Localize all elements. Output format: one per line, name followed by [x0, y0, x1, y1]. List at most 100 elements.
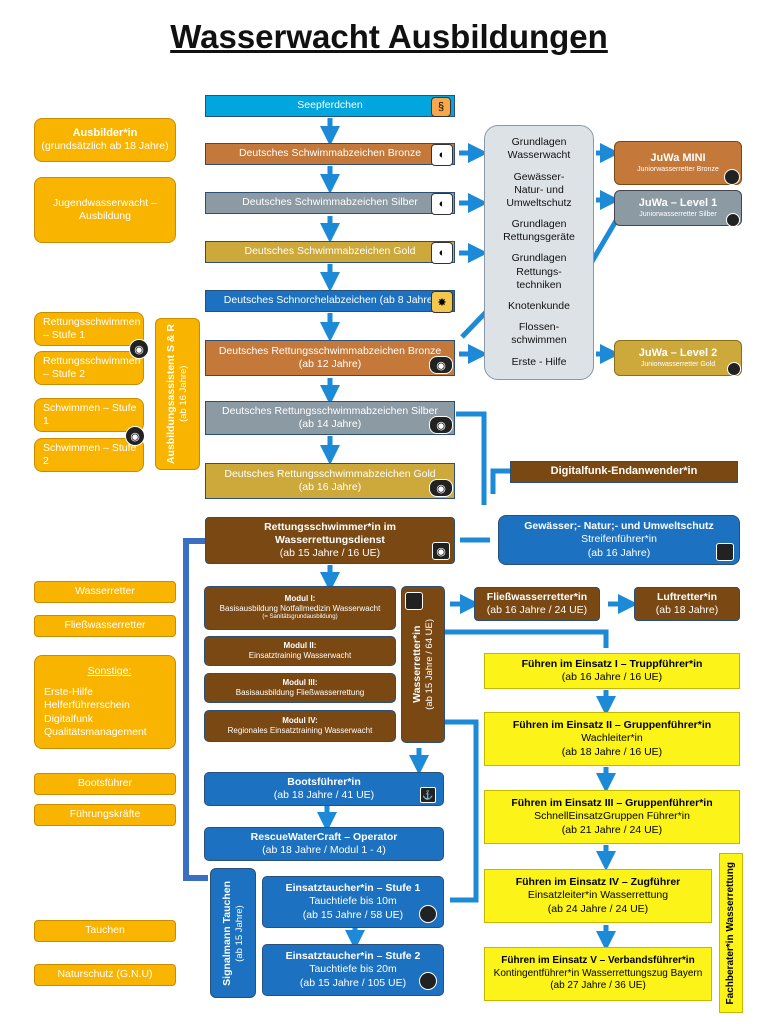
- jugend-box: Jugendwasserwacht – Ausbildung: [34, 177, 176, 243]
- drsa-silber-label: Deutsches Rettungsschwimmabzeichen Silbe…: [222, 404, 438, 417]
- boots-label: Bootsführer: [77, 777, 133, 790]
- modul-3-title: Modul III:: [282, 678, 318, 687]
- rs2-label: Rettungsschwimmen – Stufe 2: [43, 354, 141, 380]
- wasserretter-vertical-box: Wasserretter*in (ab 15 Jahre / 64 UE): [401, 586, 445, 743]
- taucher-2-line3: (ab 15 Jahre / 105 UE): [299, 976, 407, 989]
- silber-label: Deutsches Schwimmabzeichen Silber: [242, 196, 418, 209]
- fuehren-5-line3: (ab 27 Jahre / 36 UE): [550, 980, 646, 992]
- juwa-level2-box: JuWa – Level 2 Juniorwasserretter Gold: [614, 340, 742, 376]
- juwa-level2-title: JuWa – Level 2: [638, 346, 718, 359]
- drsa-bronze-box: Deutsches Rettungsschwimmabzeichen Bronz…: [205, 340, 455, 376]
- silber-box: Deutsches Schwimmabzeichen Silber: [205, 192, 455, 214]
- grundlagen-item: Grundlagen Rettungsgeräte: [503, 218, 575, 244]
- drsa-bronze-age: (ab 12 Jahre): [298, 358, 362, 370]
- taucher-1-line3: (ab 15 Jahre / 58 UE): [302, 908, 404, 921]
- modul-2-box: Modul II: Einsatztraining Wasserwacht: [204, 636, 396, 666]
- gold-badge-icon: ◐: [431, 242, 453, 264]
- assistent-sub: (ab 16 Jahre): [178, 365, 190, 423]
- jugend-label: Jugendwasserwacht – Ausbildung: [53, 196, 157, 222]
- fuehrung-label: Führungskräfte: [69, 808, 141, 821]
- signalmann-sub: (ab 15 Jahre): [233, 904, 245, 962]
- rwc-sub: (ab 18 Jahre / Modul 1 - 4): [262, 844, 386, 856]
- rs-dienst-badge-icon: ◉: [432, 542, 450, 560]
- signalmann-box: Signalmann Tauchen (ab 15 Jahre): [210, 868, 256, 998]
- fuehren-3-box: Führen im Einsatz III – Gruppenführer*in…: [484, 790, 740, 844]
- sw2-box: Schwimmen – Stufe 2: [34, 438, 144, 472]
- sonstige-item: Helferführerschein: [44, 699, 130, 712]
- bronze-badge-icon: ◐: [431, 144, 453, 166]
- fachberater-box: Fachberater*in Wasserrettung: [719, 853, 743, 1013]
- rs2-box: Rettungsschwimmen – Stufe 2: [34, 351, 144, 385]
- grundlagen-item: Flossen- schwimmen: [511, 321, 567, 347]
- grundlagen-item: Knotenkunde: [508, 300, 570, 313]
- fuehren-1-line3: (ab 16 Jahre / 16 UE): [561, 671, 663, 683]
- taucher-2-line2: Tauchtiefe bis 20m: [309, 963, 397, 976]
- schnorchel-badge-icon: ✸: [431, 291, 453, 313]
- boots-box: Bootsführer: [34, 773, 176, 795]
- wasserretter-vertical-sub: (ab 15 Jahre / 64 UE): [423, 619, 435, 710]
- rettungsschwimmen-badge-icon: ◉: [129, 339, 149, 359]
- taucher-1-box: Einsatztaucher*in – Stufe 1 Tauchtiefe b…: [262, 876, 444, 928]
- tauchen-box: Tauchen: [34, 920, 176, 942]
- luftretter-box: Luftretter*in (ab 18 Jahre): [634, 587, 740, 621]
- wasserretter-box: Wasserretter: [34, 581, 176, 603]
- rwc-title: RescueWaterCraft – Operator: [250, 830, 398, 843]
- fuehren-1-box: Führen im Einsatz I – Truppführer*in (ab…: [484, 653, 740, 689]
- drsa-bronze-badge-icon: ◉: [429, 356, 453, 374]
- fuehren-2-line2: Wachleiter*in: [581, 732, 643, 745]
- fachberater-label: Fachberater*in Wasserrettung: [724, 861, 736, 1005]
- juwa-mini-title: JuWa MINI: [650, 151, 706, 164]
- juwa-mini-box: JuWa MINI Juniorwasserretter Bronze: [614, 141, 742, 185]
- sw2-label: Schwimmen – Stufe 2: [43, 441, 137, 467]
- streife-sub: Streifenführer*in: [581, 533, 657, 546]
- grundlagen-item: Erste - Hilfe: [511, 355, 567, 368]
- fuehren-3-title: Führen im Einsatz III – Gruppenführer*in: [511, 797, 713, 810]
- luftretter-title: Luftretter*in: [656, 590, 718, 603]
- juwa-level1-title: JuWa – Level 1: [638, 196, 718, 209]
- fuehren-4-title: Führen im Einsatz IV – Zugführer: [515, 876, 681, 889]
- modul-1-note: (= Sanitätsgrundausbildung): [262, 614, 338, 621]
- ausbilder-box: Ausbilder*in (grundsätzlich ab 18 Jahre): [34, 118, 176, 162]
- modul-2-text: Einsatztraining Wasserwacht: [248, 651, 352, 660]
- modul-3-text: Basisausbildung Fließwasserrettung: [235, 688, 365, 697]
- gold-label: Deutsches Schwimmabzeichen Gold: [244, 245, 416, 258]
- taucher-1-badge-icon: [419, 905, 437, 923]
- drsa-bronze-label: Deutsches Rettungsschwimmabzeichen Bronz…: [218, 344, 442, 357]
- fuehren-3-line3: (ab 21 Jahre / 24 UE): [561, 823, 663, 836]
- fuehren-5-box: Führen im Einsatz V – Verbandsführer*in …: [484, 947, 712, 1001]
- fuehren-5-line2: Kontingentführer*in Wasserrettungszug Ba…: [493, 967, 703, 979]
- signalmann-title: Signalmann Tauchen: [220, 880, 233, 986]
- modul-1-box: Modul I: Basisausbildung Notfallmedizin …: [204, 586, 396, 630]
- drsa-gold-badge-icon: ◉: [429, 479, 453, 497]
- juwa-level1-badge-icon: [726, 213, 740, 227]
- fuehren-1-title: Führen im Einsatz I – Truppführer*in: [521, 657, 703, 670]
- fliesswasserretter-sub: (ab 16 Jahre / 24 UE): [486, 604, 588, 616]
- seepferdchen-box: Seepferdchen: [205, 95, 455, 117]
- digitalfunk-box: Digitalfunk-Endanwender*in: [510, 461, 738, 483]
- modul-1-text: Basisausbildung Notfallmedizin Wasserwac…: [219, 604, 381, 614]
- modul-4-title: Modul IV:: [282, 716, 318, 725]
- bronze-box: Deutsches Schwimmabzeichen Bronze: [205, 143, 455, 165]
- juwa-level2-sub: Juniorwasserretter Gold: [640, 360, 716, 368]
- fuehren-2-box: Führen im Einsatz II – Gruppenführer*in …: [484, 712, 740, 766]
- streife-age: (ab 16 Jahre): [587, 546, 651, 559]
- fuehrung-box: Führungskräfte: [34, 804, 176, 826]
- sonstige-item: Qualitätsmanagement: [44, 725, 147, 738]
- sonstige-title: Sonstige:: [87, 665, 132, 678]
- juwa-level2-badge-icon: [727, 362, 741, 376]
- assistent-title: Ausbildungsassistent S & R: [165, 323, 177, 465]
- streife-box: Gewässer;- Natur;- und Umweltschutz Stre…: [498, 515, 740, 565]
- modul-1-title: Modul I:: [284, 594, 316, 604]
- grundlagen-box: Grundlagen Wasserwacht Gewässer- Natur- …: [484, 125, 594, 380]
- schnorchel-box: Deutsches Schnorchelabzeichen (ab 8 Jahr…: [205, 290, 455, 312]
- drsa-gold-box: Deutsches Rettungsschwimmabzeichen Gold …: [205, 463, 455, 499]
- bootsfuehrer-sub: (ab 18 Jahre / 41 UE): [273, 789, 375, 801]
- taucher-2-box: Einsatztaucher*in – Stufe 2 Tauchtiefe b…: [262, 944, 444, 996]
- fuehren-2-line3: (ab 18 Jahre / 16 UE): [561, 745, 663, 758]
- rs-dienst-title: Rettungsschwimmer*in im Wasserrettungsdi…: [264, 520, 396, 546]
- anchor-icon: ⚓: [420, 787, 436, 803]
- fuehren-2-title: Führen im Einsatz II – Gruppenführer*in: [512, 719, 712, 732]
- wasserretter-vertical-title: Wasserretter*in: [410, 625, 423, 704]
- taucher-2-title: Einsatztaucher*in – Stufe 2: [285, 950, 421, 963]
- sonstige-item: Erste-Hilfe: [44, 686, 94, 699]
